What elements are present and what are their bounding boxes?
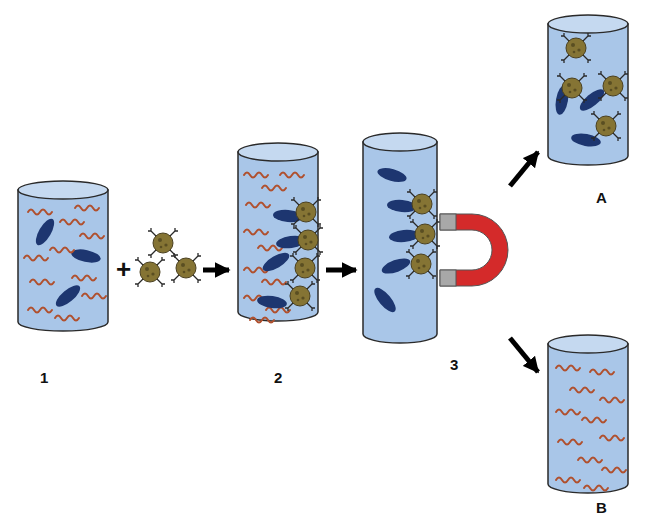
stage-number: A [596,190,607,207]
process-arrow [326,268,356,273]
stage-container: A [540,10,640,215]
process-arrow [203,268,229,273]
stage-number: B [596,500,607,517]
process-arrow [510,152,538,186]
beaker [238,143,323,323]
beaker [18,181,108,331]
stage-container: B [540,330,640,521]
beaker [363,133,440,343]
magnet [440,214,508,286]
process-arrow [510,338,538,372]
stage-number: 2 [274,370,282,387]
beaker [548,335,628,493]
stage-container: 3 [358,130,508,395]
stage-number: 1 [40,370,48,387]
beaker [548,15,628,165]
stage-number: 3 [450,357,458,374]
stage-container: 2 [232,140,324,395]
plus-sign: + [116,256,131,282]
stage-container: 1 [10,178,115,393]
